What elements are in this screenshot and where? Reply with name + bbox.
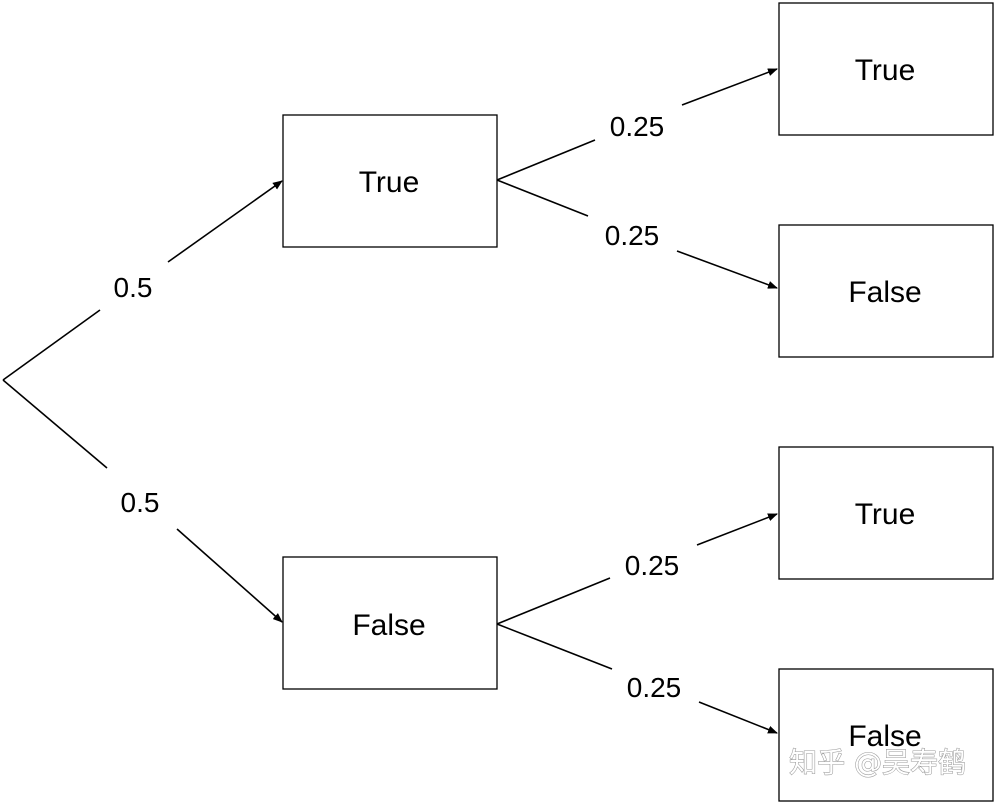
edge-true-to-true-a [496,139,596,181]
node-true-box [282,114,498,248]
leaf-false-false-label: False [848,720,921,753]
edge-true-to-false-b [676,250,778,289]
leaf-false-true-box [778,446,994,580]
edge-label-true-false: 0.25 [605,220,660,251]
edge-root-to-true-b [167,180,283,263]
edge-label-true-true: 0.25 [610,111,665,142]
edge-false-to-true-a [496,577,611,625]
edge-label-root-false: 0.5 [121,487,160,518]
node-false-box [282,556,498,690]
leaf-false-true-label: True [855,498,916,531]
edge-root-to-false-a [2,379,108,469]
edge-false-to-false-b [698,701,778,734]
leaf-false-false-box [778,668,994,802]
watermark: 知乎 @吴寿鹤 [789,746,966,779]
edge-false-to-false-a [496,623,613,670]
edge-true-to-true-b [681,68,778,106]
leaf-true-true-box [778,2,994,136]
leaf-true-false-box [778,224,994,358]
edge-label-false-false: 0.25 [627,672,682,703]
edge-label-false-true: 0.25 [625,550,680,581]
node-false-label: False [352,609,425,642]
edge-root-to-true-a [2,309,101,381]
edge-true-to-false-a [496,179,589,217]
leaf-true-false-label: False [848,276,921,309]
leaf-true-true-label: True [855,54,916,87]
edge-label-root-true: 0.5 [114,272,153,303]
edge-root-to-false-b [176,528,283,623]
node-true-label: True [359,166,420,199]
edge-false-to-true-b [696,513,778,546]
